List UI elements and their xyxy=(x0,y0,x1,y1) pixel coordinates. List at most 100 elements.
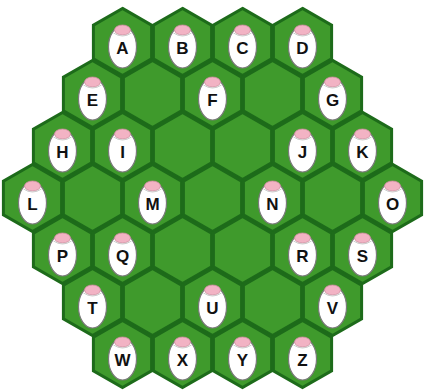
gnome-beard xyxy=(234,345,252,348)
gnome-face xyxy=(355,233,371,243)
gnome-beard xyxy=(354,137,372,140)
gnome-letter: H xyxy=(51,144,75,162)
gnome-letter: Q xyxy=(111,248,135,266)
gnome-beard xyxy=(294,345,312,348)
gnome-body xyxy=(229,26,257,68)
gnome-letter: R xyxy=(291,248,315,266)
gnome-body xyxy=(379,182,407,224)
gnome-letter: X xyxy=(171,352,195,370)
gnome-body xyxy=(19,182,47,224)
gnome-beard xyxy=(54,137,72,140)
gnome-beard xyxy=(204,85,222,88)
gnome-letter: O xyxy=(381,196,405,214)
gnome-beard xyxy=(264,189,282,192)
gnome-beard xyxy=(294,241,312,244)
gnome-face xyxy=(355,129,371,139)
gnome-body xyxy=(289,130,317,172)
gnome-letter: Y xyxy=(231,352,255,370)
gnome-body xyxy=(199,78,227,120)
gnome-beard xyxy=(384,189,402,192)
gnome-beard xyxy=(324,85,342,88)
gnome-face xyxy=(85,77,101,87)
gnome-face xyxy=(55,233,71,243)
gnome-beard xyxy=(204,293,222,296)
gnome-face xyxy=(25,181,41,191)
gnome-face xyxy=(145,181,161,191)
gnome-letter: A xyxy=(111,40,135,58)
grass-hex xyxy=(273,320,331,387)
gnome-body xyxy=(349,130,377,172)
gnome-beard xyxy=(114,345,132,348)
gnome-letter: D xyxy=(291,40,315,58)
gnome-body xyxy=(169,26,197,68)
gnome-letter: F xyxy=(201,92,225,110)
gnome-body xyxy=(49,234,77,276)
grass-hex xyxy=(93,320,151,387)
gnome-body xyxy=(79,286,107,328)
gnome-beard xyxy=(144,189,162,192)
gnome-body xyxy=(199,286,227,328)
gnome-beard xyxy=(24,189,42,192)
gnome-beard xyxy=(174,345,192,348)
gnome-face xyxy=(205,285,221,295)
gnome-face xyxy=(205,77,221,87)
gnome-face xyxy=(295,25,311,35)
gnome-beard xyxy=(174,33,192,36)
gnome-body xyxy=(109,26,137,68)
gnome-body xyxy=(289,234,317,276)
gnome-letter: I xyxy=(111,144,135,162)
gnome-body xyxy=(139,182,167,224)
gnome-face xyxy=(115,129,131,139)
gnome-face xyxy=(325,77,341,87)
gnome-face xyxy=(295,129,311,139)
gnome-body xyxy=(79,78,107,120)
grass-hex xyxy=(213,320,271,387)
gnome-letter: T xyxy=(81,300,105,318)
gnome-beard xyxy=(84,85,102,88)
gnome-face xyxy=(175,25,191,35)
gnome-body xyxy=(109,338,137,380)
gnome-letter: U xyxy=(201,300,225,318)
gnome-letter: J xyxy=(291,144,315,162)
gnome-body xyxy=(109,234,137,276)
gnome-face xyxy=(325,285,341,295)
gnome-beard xyxy=(354,241,372,244)
gnome-body xyxy=(229,338,257,380)
gnome-letter: G xyxy=(321,92,345,110)
gnome-beard xyxy=(114,241,132,244)
gnome-letter: C xyxy=(231,40,255,58)
gnome-body xyxy=(349,234,377,276)
gnome-face xyxy=(85,285,101,295)
gnome-body xyxy=(319,78,347,120)
gnome-face xyxy=(235,25,251,35)
gnome-face xyxy=(55,129,71,139)
gnome-face xyxy=(115,233,131,243)
gnome-letter: S xyxy=(351,248,375,266)
grass-hex xyxy=(153,320,211,387)
gnome-letter: Z xyxy=(291,352,315,370)
gnome-face xyxy=(385,181,401,191)
gnome-beard xyxy=(114,33,132,36)
gnome-body xyxy=(289,338,317,380)
gnome-beard xyxy=(294,137,312,140)
gnome-beard xyxy=(54,241,72,244)
gnome-body xyxy=(319,286,347,328)
gnome-letter: E xyxy=(81,92,105,110)
gnome-face xyxy=(235,337,251,347)
gnome-body xyxy=(169,338,197,380)
gnome-body xyxy=(289,26,317,68)
gnome-letter: B xyxy=(171,40,195,58)
gnome-beard xyxy=(234,33,252,36)
gnome-letter: P xyxy=(51,248,75,266)
gnome-face xyxy=(295,233,311,243)
gnome-letter: K xyxy=(351,144,375,162)
gnome-letter: L xyxy=(21,196,45,214)
gnome-beard xyxy=(324,293,342,296)
gnome-beard xyxy=(294,33,312,36)
gnome-beard xyxy=(114,137,132,140)
gnome-face xyxy=(115,337,131,347)
gnome-body xyxy=(109,130,137,172)
gnome-body xyxy=(49,130,77,172)
